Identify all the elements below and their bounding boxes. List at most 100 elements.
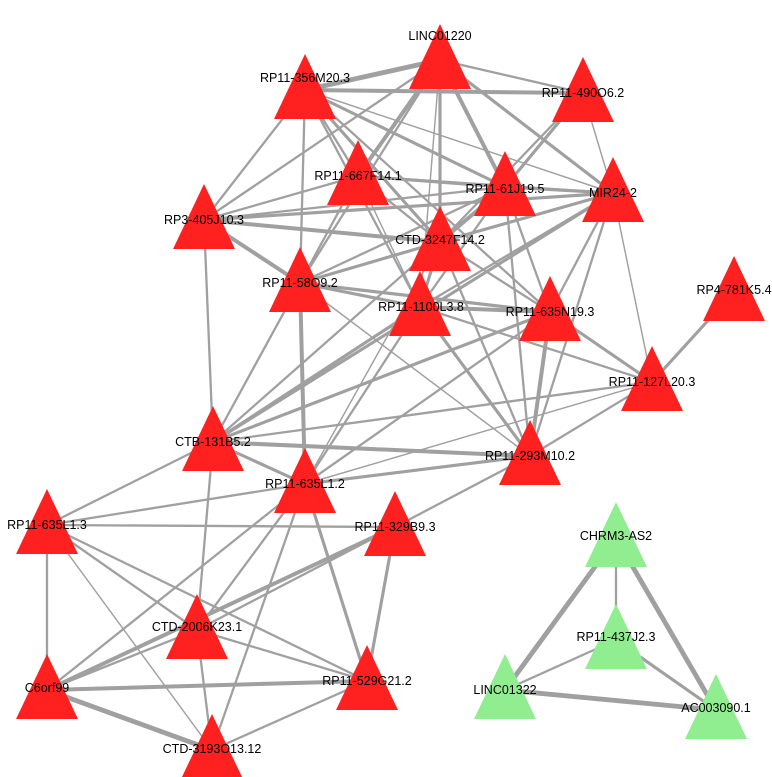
edge-LINC01220-RP11-356M20.3	[302, 57, 443, 93]
labels-layer: LINC01220RP11-356M20.3RP11-490O6.2RP11-6…	[7, 29, 771, 756]
edge-RP11-635N19.3-CTB-131B5.2	[211, 310, 552, 444]
node-CHRM3-AS2[interactable]	[585, 502, 647, 567]
edge-RP11-356M20.3-RP11-635N19.3	[303, 88, 552, 314]
node-label-RP11-127L20.3: RP11-127L20.3	[609, 375, 696, 389]
node-C6orf99[interactable]	[16, 654, 78, 719]
node-RP11-61J19.5[interactable]	[474, 151, 536, 216]
edge-C6orf99-CTD-3193O13.12	[44, 687, 215, 753]
node-RP3-405J10.3[interactable]	[173, 184, 235, 249]
edge-LINC01220-MIR24-2	[438, 58, 615, 195]
node-label-C6orf99: C6orf99	[25, 681, 70, 695]
edge-LINC01220-RP11-490O6.2	[438, 58, 585, 95]
edge-RP11-635L1.3-CTD-3193O13.12	[46, 524, 213, 751]
edge-RP11-356M20.3-MIR24-2	[304, 89, 614, 194]
node-RP11-329B9.3[interactable]	[364, 491, 426, 556]
edge-RP11-635N19.3-RP11-635L1.2	[303, 310, 552, 486]
edge-RP11-356M20.3-RP11-61J19.5	[303, 88, 507, 189]
node-RP4-781K5.4[interactable]	[703, 256, 765, 321]
edge-RP11-61J19.5-MIR24-2	[503, 185, 615, 195]
edge-CTB-131B5.2-RP11-293M10.2	[211, 440, 532, 458]
edge-LINC01322-AC003090.1	[502, 687, 719, 713]
nodes-layer	[16, 24, 765, 777]
node-AC003090.1[interactable]	[685, 674, 747, 739]
edge-RP11-58O9.2-RP11-1100L3.8	[298, 281, 422, 309]
node-label-RP11-635L1.2: RP11-635L1.2	[265, 477, 345, 491]
edge-RP11-127L20.3-CTB-131B5.2	[211, 380, 654, 444]
node-RP11-293M10.2[interactable]	[499, 420, 561, 485]
edge-CTD-3247F14.2-RP11-58O9.2	[298, 240, 442, 285]
edge-RP3-405J10.3-CTB-131B5.2	[202, 218, 215, 444]
node-label-CTD-2006K23.1: CTD-2006K23.1	[152, 620, 242, 634]
node-label-RP11-61J19.5: RP11-61J19.5	[466, 182, 545, 196]
edge-RP11-1100L3.8-RP11-635N19.3	[418, 305, 552, 314]
node-RP11-437J2.3[interactable]	[585, 604, 647, 669]
edge-CTD-3247F14.2-RP11-293M10.2	[438, 240, 532, 458]
edge-RP11-293M10.2-RP11-635L1.2	[303, 454, 532, 486]
node-MIR24-2[interactable]	[582, 157, 644, 222]
node-label-RP11-490O6.2: RP11-490O6.2	[542, 86, 625, 100]
edge-RP11-529G21.2-CTD-3193O13.12	[210, 679, 369, 752]
edge-MIR24-2-CTD-3247F14.2	[438, 191, 615, 244]
node-label-CTD-3247F14.2: CTD-3247F14.2	[395, 233, 485, 247]
edge-RP11-61J19.5-RP11-293M10.2	[503, 185, 532, 458]
node-RP11-490O6.2[interactable]	[552, 57, 614, 122]
node-CTD-2006K23.1[interactable]	[166, 594, 228, 659]
edge-RP11-356M20.3-RP11-490O6.2	[303, 88, 585, 95]
edge-RP11-635L1.3-RP11-329B9.3	[45, 523, 397, 529]
node-RP11-127L20.3[interactable]	[621, 346, 683, 411]
node-label-RP11-667F14.1: RP11-667F14.1	[314, 169, 401, 183]
node-label-CTB-131B5.2: CTB-131B5.2	[175, 435, 251, 449]
node-RP11-635L1.2[interactable]	[274, 448, 336, 513]
edge-RP11-635L1.2-RP11-529G21.2	[303, 482, 369, 683]
edge-RP11-1100L3.8-RP11-127L20.3	[418, 305, 654, 384]
node-label-RP11-1100L3.8: RP11-1100L3.8	[378, 300, 464, 314]
edge-MIR24-2-RP3-405J10.3	[202, 191, 615, 222]
node-LINC01322[interactable]	[474, 654, 536, 719]
node-CTD-3193O13.12[interactable]	[181, 714, 243, 777]
node-label-RP11-635L1.3: RP11-635L1.3	[7, 518, 87, 532]
edge-MIR24-2-RP11-127L20.3	[612, 192, 653, 383]
node-RP11-58O9.2[interactable]	[269, 247, 331, 312]
node-label-LINC01322: LINC01322	[473, 683, 536, 697]
edge-RP11-58O9.2-RP11-293M10.2	[299, 282, 531, 457]
node-label-RP4-781K5.4: RP4-781K5.4	[696, 283, 771, 297]
node-label-AC003090.1: AC003090.1	[681, 701, 751, 715]
edge-C6orf99-RP11-529G21.2	[45, 679, 369, 692]
edge-RP11-635L1.2-RP11-635L1.3	[45, 482, 307, 527]
node-label-RP11-356M20.3: RP11-356M20.3	[260, 71, 350, 85]
node-label-RP3-405J10.3: RP3-405J10.3	[164, 213, 244, 227]
edge-CTD-3247F14.2-CTB-131B5.2	[211, 240, 442, 444]
edge-RP11-635L1.2-CTD-3193O13.12	[210, 482, 307, 752]
node-label-MIR24-2: MIR24-2	[589, 186, 637, 200]
edge-LINC01220-RP3-405J10.3	[202, 58, 442, 222]
node-RP11-635L1.3[interactable]	[16, 489, 78, 554]
edge-RP11-1100L3.8-CTB-131B5.2	[211, 305, 422, 444]
node-label-LINC01220: LINC01220	[408, 29, 471, 43]
node-RP11-1100L3.8[interactable]	[389, 271, 451, 336]
node-label-RP11-529G21.2: RP11-529G21.2	[322, 674, 411, 688]
edge-RP3-405J10.3-CTD-3247F14.2	[202, 218, 442, 244]
edge-CTB-131B5.2-RP11-635L1.3	[45, 440, 215, 527]
node-label-RP11-329B9.3: RP11-329B9.3	[354, 520, 435, 534]
node-label-RP11-58O9.2: RP11-58O9.2	[262, 276, 338, 290]
edge-RP11-635L1.3-RP11-529G21.2	[45, 523, 369, 683]
node-RP11-356M20.3[interactable]	[274, 54, 336, 119]
node-CTD-3247F14.2[interactable]	[409, 206, 471, 271]
edge-RP11-667F14.1-RP3-405J10.3	[202, 174, 360, 222]
edge-RP11-127L20.3-RP11-635L1.2	[304, 381, 653, 485]
node-label-RP11-437J2.3: RP11-437J2.3	[577, 630, 656, 644]
edge-RP11-1100L3.8-RP11-635L1.2	[303, 305, 422, 486]
node-RP11-529G21.2[interactable]	[336, 645, 398, 710]
node-CTB-131B5.2[interactable]	[182, 406, 244, 471]
node-label-CTD-3193O13.12: CTD-3193O13.12	[163, 742, 262, 756]
node-LINC01220[interactable]	[409, 24, 471, 89]
edge-CTD-2006K23.1-C6orf99	[45, 628, 199, 692]
node-label-RP11-293M10.2: RP11-293M10.2	[485, 449, 575, 463]
node-RP11-667F14.1[interactable]	[327, 140, 389, 205]
node-label-RP11-635N19.3: RP11-635N19.3	[506, 305, 595, 319]
edge-RP11-329B9.3-C6orf99	[45, 525, 397, 692]
node-RP11-635N19.3[interactable]	[519, 276, 581, 341]
node-label-CHRM3-AS2: CHRM3-AS2	[580, 529, 652, 543]
edge-CTD-2006K23.1-RP11-529G21.2	[195, 628, 369, 683]
